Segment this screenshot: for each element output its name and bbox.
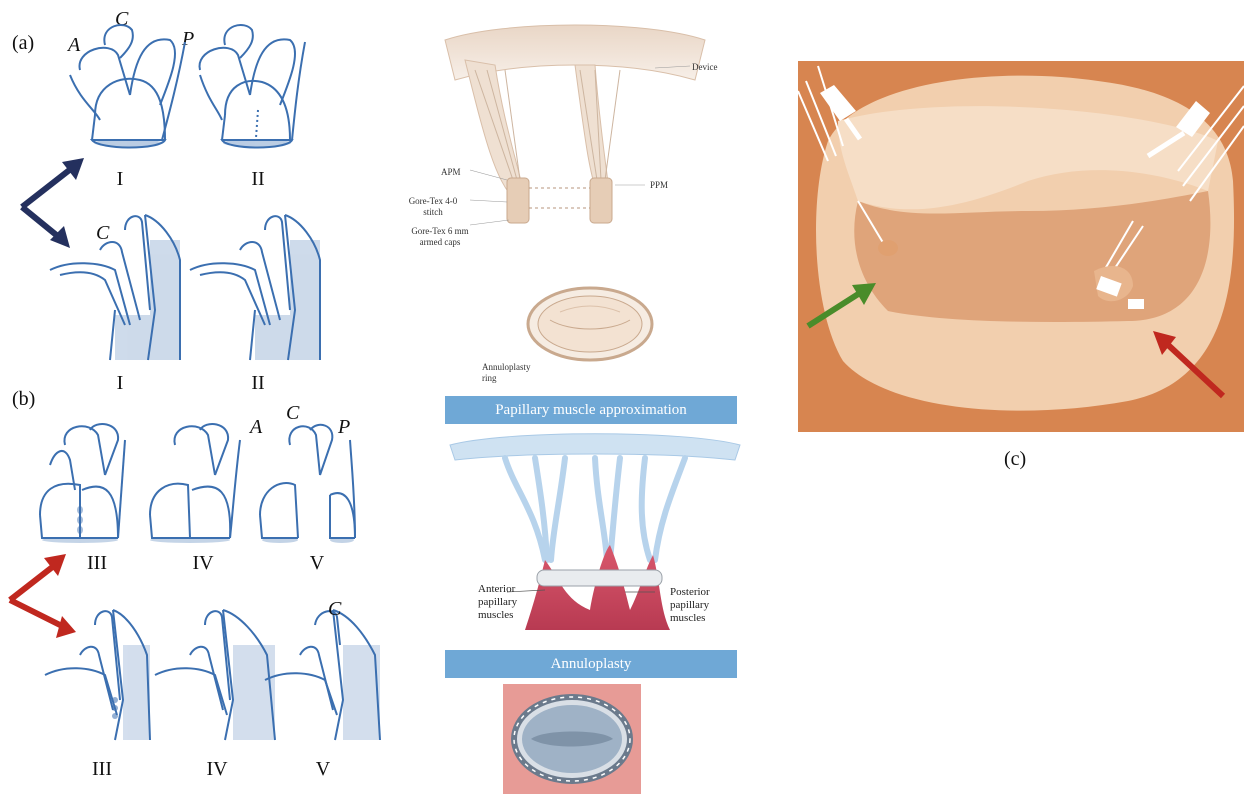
- cusp-label-b-c-side: C: [328, 598, 341, 621]
- label-b-top-5: V: [292, 552, 342, 575]
- label-a-bottom-1: I: [95, 372, 145, 395]
- annuloplasty-ring-drawing: [520, 282, 660, 372]
- valve-sketch-a-top: [0, 0, 360, 160]
- label-anterior-papillary: Anterior papillary muscles: [478, 583, 538, 622]
- label-posterior-papillary: Posterior papillary muscles: [670, 586, 725, 625]
- label-b-top-4: IV: [178, 552, 228, 575]
- panel-c-label: (c): [1004, 448, 1026, 471]
- label-device: Device: [692, 62, 717, 73]
- label-b-bottom-5: V: [298, 758, 348, 781]
- cusp-label-c-side: C: [96, 222, 109, 245]
- valve-sketch-a-bottom: [30, 200, 390, 370]
- label-caps: Gore-Tex 6 mm armed caps: [400, 226, 480, 248]
- panel-b-label: (b): [12, 388, 35, 411]
- valve-sketch-b-top: [20, 420, 420, 550]
- label-a-top-2: II: [233, 168, 283, 191]
- annuloplasty-photo: [503, 684, 641, 794]
- label-a-bottom-2: II: [233, 372, 283, 395]
- banner-papillary-muscle-approximation: Papillary muscle approximation: [445, 396, 737, 424]
- device-illustration: [425, 20, 725, 240]
- label-b-bottom-3: III: [77, 758, 127, 781]
- label-b-bottom-4: IV: [192, 758, 242, 781]
- label-apm: APM: [441, 167, 461, 178]
- label-annuloplasty-ring: Annuloplasty ring: [482, 362, 534, 384]
- label-stitch: Gore-Tex 4-0 stitch: [398, 196, 468, 218]
- label-ppm: PPM: [650, 180, 668, 191]
- valve-sketch-b-bottom: [35, 595, 415, 745]
- echo-3d-photo: [798, 61, 1244, 432]
- banner-annuloplasty: Annuloplasty: [445, 650, 737, 678]
